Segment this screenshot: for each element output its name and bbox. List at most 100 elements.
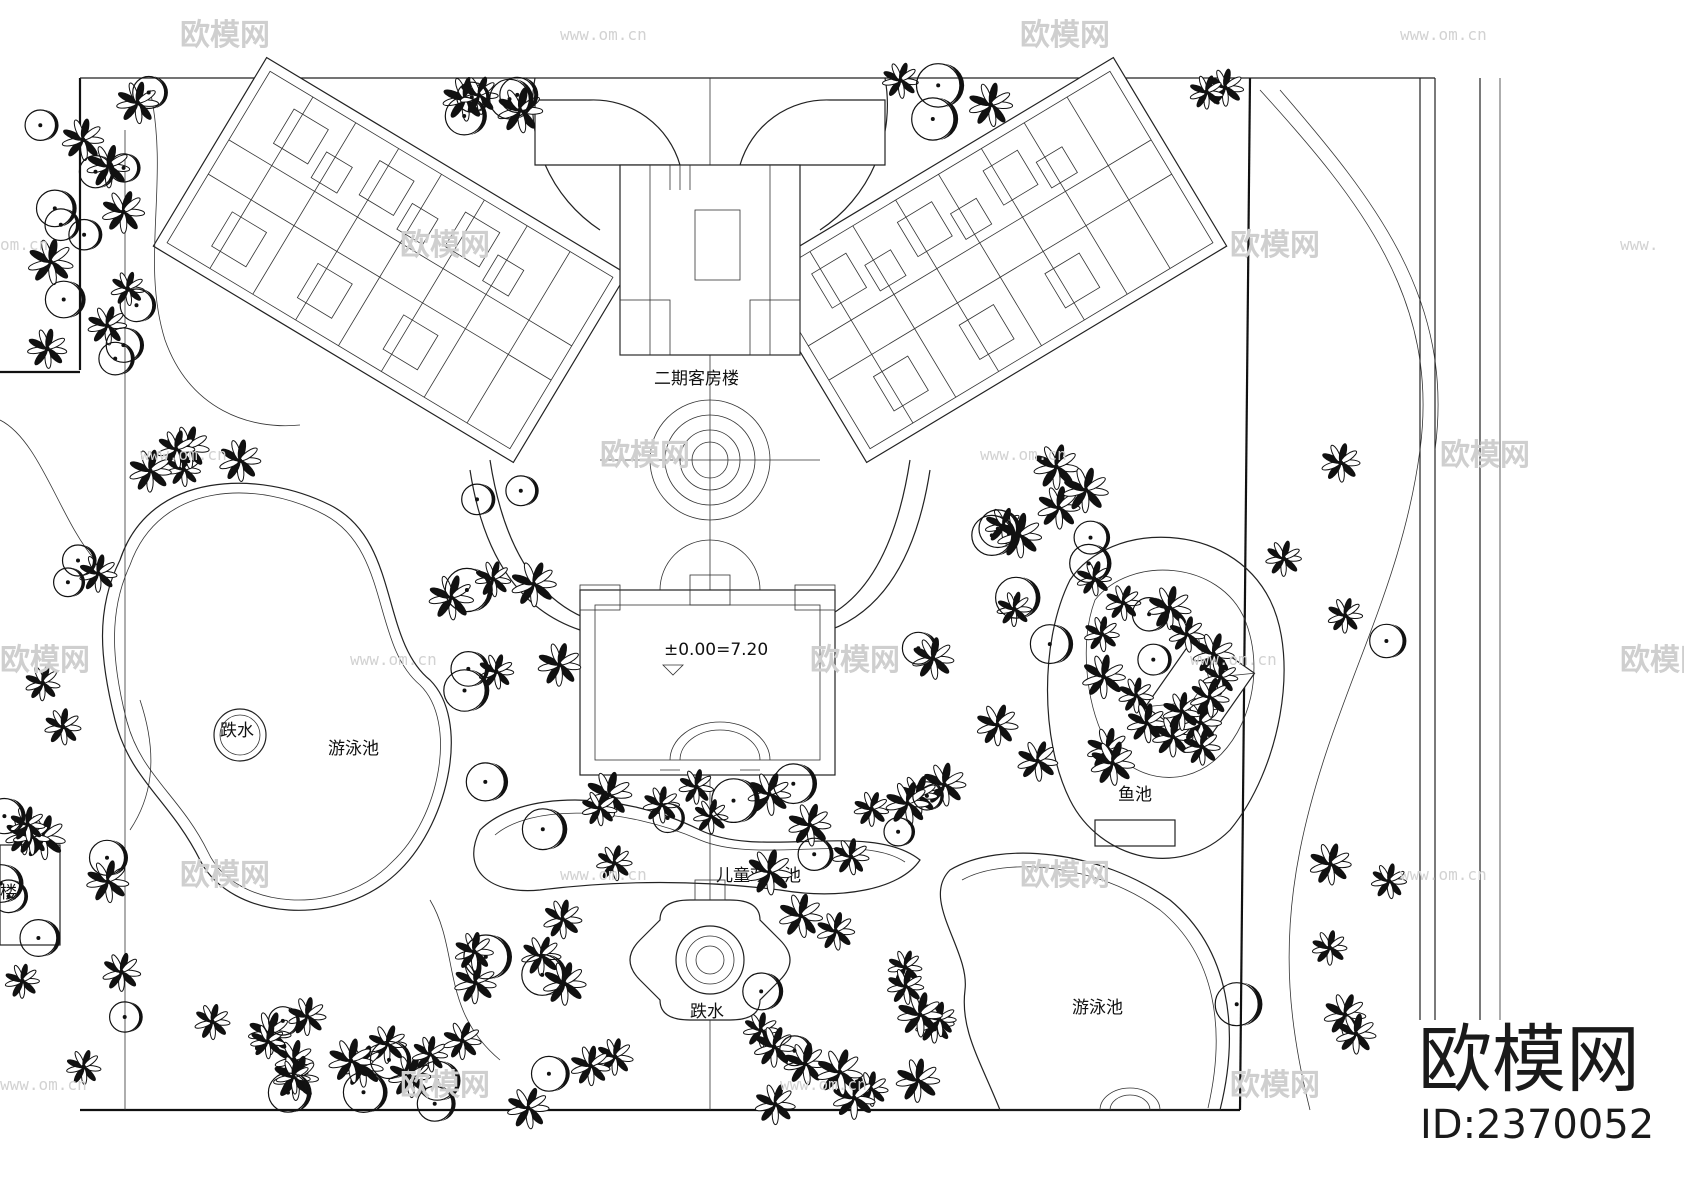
watermark-brand: 欧模网 <box>1020 858 1110 893</box>
round-tree-symbol <box>1214 982 1263 1027</box>
round-tree-symbol <box>1369 623 1407 659</box>
round-tree-symbol <box>369 1040 412 1080</box>
watermark-layer: 欧模网 欧模网 www.om.cn www.om.cn om.cn www. 欧… <box>0 18 1684 1103</box>
palm-tree-symbol <box>250 1024 286 1060</box>
watermark-url: www.om.cn <box>1190 650 1277 669</box>
round-tree-symbol <box>444 96 487 136</box>
guest-building-left-wing <box>152 56 628 464</box>
round-tree-symbol <box>499 76 539 114</box>
watermark-brand: 欧模网 <box>810 643 900 678</box>
central-pavilion: ±0.00=7.20 <box>579 574 836 776</box>
round-tree-symbol <box>901 631 938 665</box>
round-tree-symbol <box>456 81 490 113</box>
palm-tree-symbol <box>1265 540 1302 577</box>
pool-left-label: 游泳池 <box>328 739 379 759</box>
palm-tree-symbol <box>1037 486 1081 530</box>
round-tree-symbol <box>61 544 97 577</box>
palm-tree-symbol <box>1370 863 1407 900</box>
watermark-url-short: om.cn <box>0 235 48 254</box>
watermark-url: www.om.cn <box>0 1075 87 1094</box>
palm-tree-symbol <box>642 786 680 824</box>
round-tree-symbol <box>994 576 1041 619</box>
palm-tree-symbol <box>596 845 633 882</box>
watermark-brand: 欧模网 <box>600 438 690 473</box>
round-tree-symbol <box>444 567 493 613</box>
round-tree-symbol <box>68 218 103 251</box>
palm-tree-symbol <box>27 328 68 369</box>
palm-tree-symbol <box>443 1022 482 1061</box>
palm-tree-symbol <box>754 1084 796 1126</box>
round-tree-symbol <box>267 1072 312 1113</box>
round-tree-symbol <box>1073 520 1111 555</box>
palm-tree-symbol <box>102 191 146 234</box>
round-tree-symbol <box>0 879 29 914</box>
watermark-url: www.om.cn <box>1400 25 1487 44</box>
palm-tree-symbol <box>1162 692 1201 731</box>
round-tree-symbol <box>132 75 168 110</box>
round-tree-symbol <box>53 567 86 598</box>
palm-tree-symbol <box>1090 741 1136 786</box>
palm-tree-symbol <box>969 82 1014 128</box>
palm-tree-symbol <box>25 665 61 702</box>
round-tree-symbol <box>0 797 26 835</box>
palm-tree-symbol <box>1063 467 1109 514</box>
round-tree-symbol <box>78 154 115 189</box>
palm-tree-symbol <box>1168 616 1206 653</box>
watermark-brand: 欧模网 <box>1440 438 1530 473</box>
palm-tree-symbol <box>832 838 870 876</box>
round-tree-symbol <box>108 1001 143 1033</box>
waterfall-left-label: 跌水 <box>220 721 254 741</box>
palm-tree-symbol <box>166 452 201 487</box>
palm-tree-symbol <box>1033 444 1080 490</box>
brand-name: 欧模网 <box>1418 1017 1640 1103</box>
round-tree-symbol <box>19 918 61 957</box>
palm-tree-symbol <box>116 81 159 125</box>
palm-tree-symbol <box>882 62 919 99</box>
palm-tree-symbol <box>4 963 40 999</box>
round-tree-symbol <box>652 802 685 834</box>
round-tree-symbol <box>971 514 1016 557</box>
palm-tree-symbol <box>897 992 943 1038</box>
waterfall-center-label: 跌水 <box>690 1002 724 1022</box>
watermark-url: www.om.cn <box>560 865 647 884</box>
palm-tree-symbol <box>1190 677 1230 718</box>
palm-tree-symbol <box>1311 930 1348 966</box>
palm-tree-symbol <box>543 899 583 940</box>
round-tree-symbol <box>883 817 916 847</box>
round-tree-symbol <box>521 808 568 851</box>
round-tree-symbol <box>1137 643 1172 676</box>
palm-tree-symbol <box>1309 843 1352 886</box>
watermark-brand: 欧模网 <box>1020 18 1110 53</box>
garden-paths <box>0 89 1439 1111</box>
watermark-url: www.om.cn <box>1400 865 1487 884</box>
round-tree-symbol <box>98 341 135 376</box>
watermark-brand: 欧模网 <box>180 18 270 53</box>
palm-tree-symbol <box>747 849 793 896</box>
round-tree-symbol <box>443 669 490 712</box>
palm-tree-symbol <box>110 271 145 307</box>
swimming-pool-left: 跌水 游泳池 <box>101 482 452 911</box>
watermark-url: www.om.cn <box>560 25 647 44</box>
palm-tree-symbol <box>44 708 82 746</box>
vegetation-layer <box>0 62 1407 1130</box>
watermark-url: www.om.cn <box>140 445 227 464</box>
palm-tree-symbol <box>28 238 74 286</box>
palm-tree-symbol <box>581 790 618 827</box>
palm-tree-symbol <box>66 1050 102 1085</box>
watermark-brand: 欧模网 <box>180 858 270 893</box>
round-tree-symbol <box>778 1035 813 1067</box>
palm-tree-symbol <box>507 1087 550 1130</box>
palm-tree-symbol <box>570 1045 611 1087</box>
watermark-url-prefix: www. <box>1620 235 1659 254</box>
watermark-brand: 欧模网 <box>400 228 490 263</box>
round-tree-symbol <box>1029 624 1074 665</box>
palm-tree-symbol <box>816 1049 863 1096</box>
palm-tree-symbol <box>788 803 832 847</box>
round-tree-symbol <box>417 1060 461 1101</box>
watermark-url: www.om.cn <box>780 1075 867 1094</box>
palm-tree-symbol <box>497 87 544 134</box>
round-tree-symbol <box>797 837 834 872</box>
palm-tree-symbol <box>1118 677 1154 714</box>
palm-tree-symbol <box>102 952 142 992</box>
round-tree-symbol <box>742 972 784 1011</box>
